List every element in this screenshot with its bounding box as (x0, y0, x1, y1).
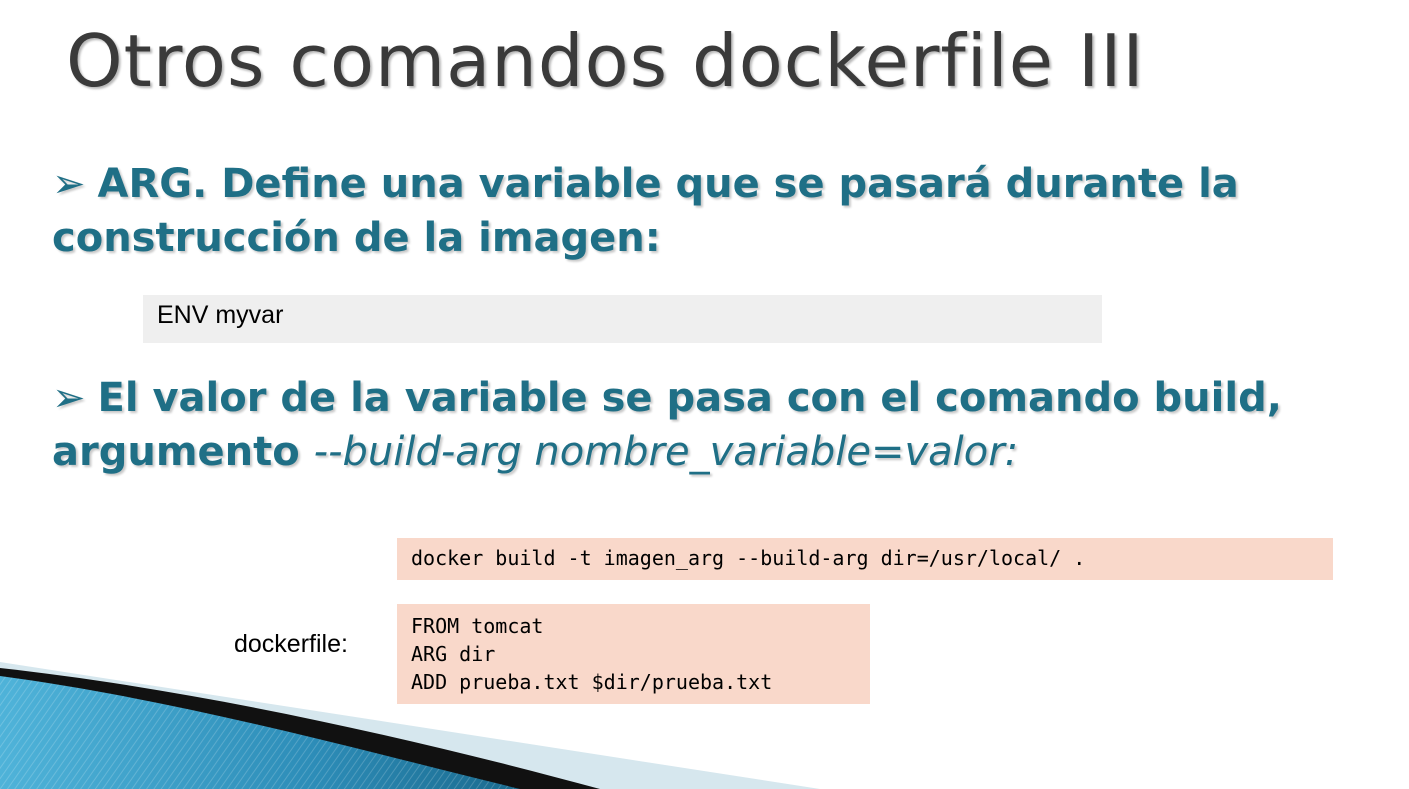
dockerfile-label: dockerfile: (234, 630, 348, 658)
arrow-bullet-icon: ➢ (52, 161, 86, 207)
env-code-box: ENV myvar (143, 295, 1102, 343)
build-command-box: docker build -t imagen_arg --build-arg d… (397, 538, 1333, 580)
dockerfile-code-box: FROM tomcat ARG dir ADD prueba.txt $dir/… (397, 604, 870, 704)
swoosh-texture (0, 676, 520, 789)
dockerfile-line: ADD prueba.txt $dir/prueba.txt (411, 670, 773, 694)
dockerfile-line: FROM tomcat (411, 614, 544, 638)
bullet-arg: ➢ARG. Define una variable que se pasará … (52, 157, 1352, 265)
build-arg-syntax: --build-arg nombre_variable=valor: (313, 429, 1019, 475)
arrow-bullet-icon: ➢ (52, 375, 86, 421)
decorative-swoosh (0, 662, 820, 789)
slide-title: Otros comandos dockerfile III (66, 19, 1145, 103)
dockerfile-line: ARG dir (411, 642, 496, 666)
bullet-build-arg: ➢El valor de la variable se pasa con el … (52, 371, 1392, 479)
bullet-build-arg-text: El valor de la variable se pasa con el c… (52, 375, 1282, 475)
bullet-arg-text: ARG. Define una variable que se pasará d… (52, 161, 1239, 261)
